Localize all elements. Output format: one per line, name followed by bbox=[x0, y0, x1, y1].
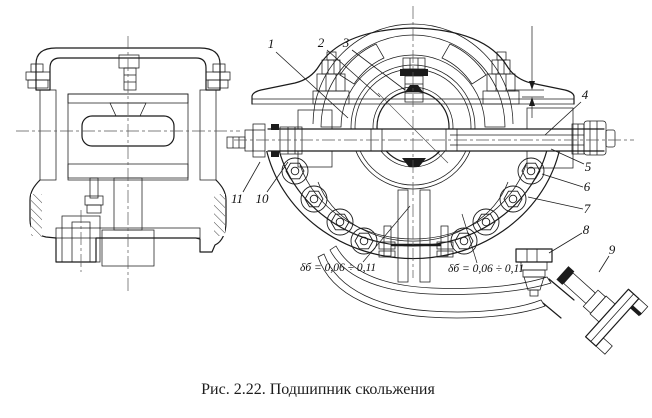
flange-bolt bbox=[499, 185, 527, 213]
top-fitting bbox=[118, 54, 140, 91]
gap-dimension bbox=[508, 26, 544, 118]
flange-bolt bbox=[300, 185, 328, 213]
cap-section-ring bbox=[320, 34, 506, 128]
callout-11: 11 bbox=[231, 191, 243, 206]
figure-caption: Рис. 2.22. Подшипник скольжения bbox=[201, 381, 435, 398]
flange-bolt bbox=[517, 157, 545, 185]
right-view bbox=[226, 6, 649, 355]
callout-10: 10 bbox=[256, 191, 270, 206]
flange-bolt bbox=[281, 157, 309, 185]
rod-left-end bbox=[226, 123, 303, 158]
side-flange-left bbox=[25, 63, 51, 89]
callout-5: 5 bbox=[585, 159, 592, 174]
gap-annotation-left: δб = 0,06 ÷ 0,11 bbox=[300, 262, 376, 274]
flange-bolt bbox=[450, 227, 478, 255]
grease-fitting bbox=[515, 248, 553, 297]
drain-column bbox=[397, 189, 431, 283]
callout-8: 8 bbox=[583, 222, 590, 237]
bearing-shell-ring bbox=[354, 68, 472, 186]
callout-6: 6 bbox=[584, 179, 591, 194]
cap-web-left bbox=[339, 43, 385, 85]
pipe-upper-wall bbox=[329, 245, 552, 295]
flange-bolt bbox=[472, 208, 500, 236]
housing-wall-right bbox=[199, 89, 217, 181]
union-nut bbox=[582, 289, 606, 314]
housing-wall-left bbox=[39, 89, 57, 181]
bowl-inner-rib bbox=[317, 181, 509, 242]
bowl-inner-wall bbox=[299, 164, 527, 240]
oiler-fitting bbox=[400, 57, 428, 103]
cap-web-right bbox=[441, 43, 487, 85]
flange-bolts bbox=[281, 157, 545, 255]
callout-1: 1 bbox=[268, 36, 275, 51]
base-bolt bbox=[84, 177, 104, 214]
rod-right-end bbox=[571, 120, 616, 156]
flange-bolt bbox=[350, 227, 378, 255]
callout-4: 4 bbox=[582, 87, 589, 102]
side-flange-right bbox=[205, 63, 231, 89]
base-wall-section-right bbox=[214, 194, 225, 236]
cap-bolt-left bbox=[312, 51, 350, 105]
flange-bolt-stub bbox=[595, 337, 613, 355]
flange-bolt bbox=[326, 208, 354, 236]
callout-3: 3 bbox=[342, 35, 350, 50]
callout-7: 7 bbox=[584, 201, 591, 216]
oil-groove-top bbox=[405, 85, 423, 92]
left-view bbox=[16, 36, 240, 294]
gap-annotations: δб = 0,06 ÷ 0,11 δб = 0,06 ÷ 0,11 bbox=[300, 205, 524, 275]
callout-labels: 1 2 3 4 5 6 7 8 9 10 11 bbox=[231, 35, 616, 257]
cap-bolt-right bbox=[482, 51, 520, 105]
pipe-flange bbox=[556, 266, 649, 355]
base-wall-section-left bbox=[31, 194, 42, 236]
pipe-lower-wall bbox=[317, 253, 546, 319]
diagonal-centerline bbox=[377, 92, 449, 164]
oil-groove-bottom bbox=[402, 158, 426, 167]
clamp-studs bbox=[378, 225, 454, 258]
callout-2: 2 bbox=[318, 35, 325, 50]
callout-leaders bbox=[242, 49, 610, 273]
oil-pipe bbox=[317, 245, 649, 355]
gap-annotation-right: δб = 0,06 ÷ 0,11 bbox=[448, 263, 524, 275]
callout-9: 9 bbox=[609, 242, 616, 257]
